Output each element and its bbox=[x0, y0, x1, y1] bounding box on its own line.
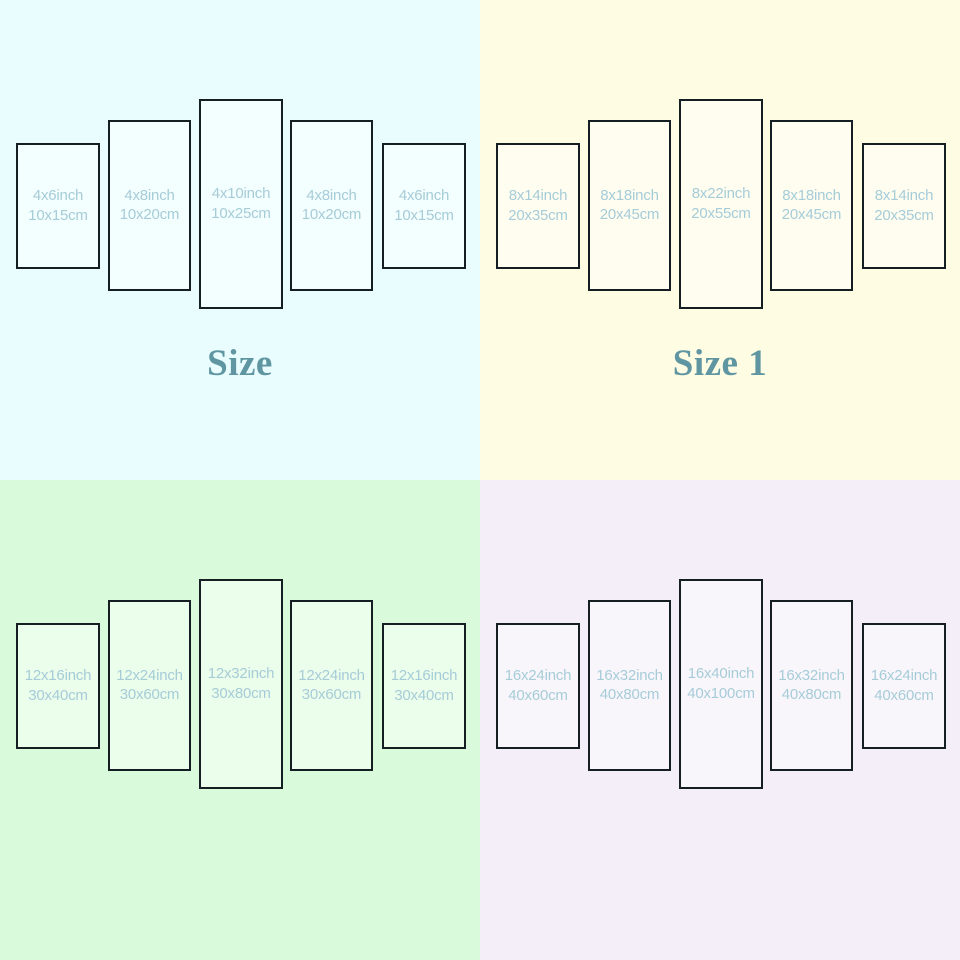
panel-size-inch: 4x10inch bbox=[211, 185, 271, 203]
panel-size-cm: 30x60cm bbox=[119, 686, 180, 704]
size-option-size-1[interactable]: 8x14inch 20x35cm 8x18inch 20x45cm 8x22in… bbox=[480, 0, 960, 480]
canvas-panel-3-label: 16x40inch 40x100cm bbox=[667, 664, 775, 704]
size-option-size-2[interactable]: 12x16inch 30x40cm 12x24inch 30x60cm 12x3… bbox=[0, 480, 480, 960]
panel-size-cm: 30x40cm bbox=[28, 687, 88, 704]
canvas-panel-3[interactable]: 12x32inch 30x80cm bbox=[199, 579, 283, 789]
canvas-panel-5[interactable]: 4x6inch 10x15cm bbox=[382, 143, 466, 269]
canvas-panel-1[interactable]: 16x24inch 40x60cm bbox=[496, 623, 580, 749]
canvas-panel-1[interactable]: 12x16inch 30x40cm bbox=[16, 623, 100, 749]
panel-size-inch: 8x18inch bbox=[600, 186, 659, 204]
panel-size-inch: 8x18inch bbox=[782, 186, 841, 204]
panel-size-cm: 40x100cm bbox=[687, 685, 755, 702]
canvas-panel-5-label: 4x6inch 10x15cm bbox=[370, 186, 478, 226]
canvas-panel-3-label: 8x22inch 20x55cm bbox=[667, 184, 775, 224]
panel-size-cm: 10x20cm bbox=[301, 206, 362, 224]
canvas-panel-1-label: 12x16inch 30x40cm bbox=[4, 666, 112, 706]
canvas-panel-5[interactable]: 12x16inch 30x40cm bbox=[382, 623, 466, 749]
canvas-panel-1-label: 16x24inch 40x60cm bbox=[484, 666, 592, 706]
panel-size-cm: 10x15cm bbox=[28, 207, 88, 224]
canvas-panel-4-label: 8x18inch 20x45cm bbox=[758, 186, 865, 226]
canvas-panel-4[interactable]: 8x18inch 20x45cm bbox=[770, 120, 853, 291]
panel-size-cm: 20x45cm bbox=[781, 206, 842, 224]
panel-size-cm: 40x80cm bbox=[781, 686, 842, 704]
canvas-panel-3[interactable]: 8x22inch 20x55cm bbox=[679, 99, 763, 309]
panel-size-inch: 12x16inch bbox=[390, 667, 458, 685]
panel-size-inch: 16x24inch bbox=[504, 667, 572, 685]
canvas-panel-3-label: 4x10inch 10x25cm bbox=[187, 184, 295, 224]
panel-size-cm: 40x60cm bbox=[874, 687, 934, 704]
panel-size-inch: 4x6inch bbox=[398, 187, 450, 205]
panel-size-inch: 4x8inch bbox=[124, 186, 175, 204]
panel-size-inch: 12x24inch bbox=[116, 666, 183, 684]
panel-size-inch: 16x40inch bbox=[687, 665, 755, 683]
canvas-panel-2[interactable]: 16x32inch 40x80cm bbox=[588, 600, 671, 771]
panel-size-inch: 4x8inch bbox=[306, 186, 357, 204]
canvas-panel-2[interactable]: 12x24inch 30x60cm bbox=[108, 600, 191, 771]
panel-size-inch: 16x32inch bbox=[596, 666, 663, 684]
canvas-panel-2[interactable]: 4x8inch 10x20cm bbox=[108, 120, 191, 291]
canvas-panel-1[interactable]: 8x14inch 20x35cm bbox=[496, 143, 580, 269]
canvas-panel-1-label: 4x6inch 10x15cm bbox=[4, 186, 112, 226]
canvas-panel-4[interactable]: 12x24inch 30x60cm bbox=[290, 600, 373, 771]
canvas-panel-3[interactable]: 4x10inch 10x25cm bbox=[199, 99, 283, 309]
canvas-panel-2-label: 8x18inch 20x45cm bbox=[576, 186, 683, 226]
canvas-panel-2-label: 4x8inch 10x20cm bbox=[96, 186, 203, 226]
canvas-panel-4[interactable]: 4x8inch 10x20cm bbox=[290, 120, 373, 291]
panel-size-cm: 10x25cm bbox=[211, 205, 271, 222]
panel-size-inch: 8x14inch bbox=[874, 187, 934, 205]
panel-size-inch: 16x24inch bbox=[870, 667, 938, 685]
panel-size-inch: 12x24inch bbox=[298, 666, 365, 684]
panel-size-cm: 10x20cm bbox=[119, 206, 180, 224]
panel-size-inch: 8x14inch bbox=[508, 187, 568, 205]
panel-group: 8x14inch 20x35cm 8x18inch 20x45cm 8x22in… bbox=[480, 0, 960, 480]
canvas-panel-5-label: 16x24inch 40x60cm bbox=[850, 666, 958, 706]
panel-group: 16x24inch 40x60cm 16x32inch 40x80cm 16x4… bbox=[480, 480, 960, 960]
size-option-title: Size bbox=[207, 343, 273, 384]
canvas-panel-5-label: 8x14inch 20x35cm bbox=[850, 186, 958, 226]
panel-size-cm: 30x80cm bbox=[211, 685, 271, 702]
panel-size-cm: 20x55cm bbox=[691, 205, 751, 222]
panel-group: 4x6inch 10x15cm 4x8inch 10x20cm 4x10inch… bbox=[0, 0, 480, 480]
canvas-panel-3-label: 12x32inch 30x80cm bbox=[187, 664, 295, 704]
canvas-panel-4-label: 12x24inch 30x60cm bbox=[278, 666, 385, 706]
size-option-size[interactable]: 4x6inch 10x15cm 4x8inch 10x20cm 4x10inch… bbox=[0, 0, 480, 480]
size-option-size-3[interactable]: 16x24inch 40x60cm 16x32inch 40x80cm 16x4… bbox=[480, 480, 960, 960]
canvas-panel-3[interactable]: 16x40inch 40x100cm bbox=[679, 579, 763, 789]
canvas-panel-5-label: 12x16inch 30x40cm bbox=[370, 666, 478, 706]
canvas-panel-4-label: 4x8inch 10x20cm bbox=[278, 186, 385, 226]
panel-size-inch: 12x32inch bbox=[207, 665, 275, 683]
panel-size-cm: 40x60cm bbox=[508, 687, 568, 704]
panel-size-cm: 20x45cm bbox=[599, 206, 660, 224]
canvas-panel-4[interactable]: 16x32inch 40x80cm bbox=[770, 600, 853, 771]
canvas-panel-2-label: 16x32inch 40x80cm bbox=[576, 666, 683, 706]
canvas-panel-1-label: 8x14inch 20x35cm bbox=[484, 186, 592, 226]
canvas-panel-5[interactable]: 16x24inch 40x60cm bbox=[862, 623, 946, 749]
canvas-panel-1[interactable]: 4x6inch 10x15cm bbox=[16, 143, 100, 269]
panel-size-inch: 12x16inch bbox=[24, 667, 92, 685]
panel-size-cm: 10x15cm bbox=[394, 207, 454, 224]
panel-group: 12x16inch 30x40cm 12x24inch 30x60cm 12x3… bbox=[0, 480, 480, 960]
canvas-panel-2[interactable]: 8x18inch 20x45cm bbox=[588, 120, 671, 291]
panel-size-inch: 16x32inch bbox=[778, 666, 845, 684]
panel-size-cm: 20x35cm bbox=[508, 207, 568, 224]
panel-size-cm: 30x40cm bbox=[394, 687, 454, 704]
panel-size-cm: 30x60cm bbox=[301, 686, 362, 704]
panel-size-cm: 20x35cm bbox=[874, 207, 934, 224]
panel-size-inch: 8x22inch bbox=[691, 185, 751, 203]
size-option-title: Size 1 bbox=[672, 343, 768, 384]
canvas-panel-5[interactable]: 8x14inch 20x35cm bbox=[862, 143, 946, 269]
canvas-panel-2-label: 12x24inch 30x60cm bbox=[96, 666, 203, 706]
canvas-panel-4-label: 16x32inch 40x80cm bbox=[758, 666, 865, 706]
panel-size-cm: 40x80cm bbox=[599, 686, 660, 704]
panel-size-inch: 4x6inch bbox=[32, 187, 84, 205]
